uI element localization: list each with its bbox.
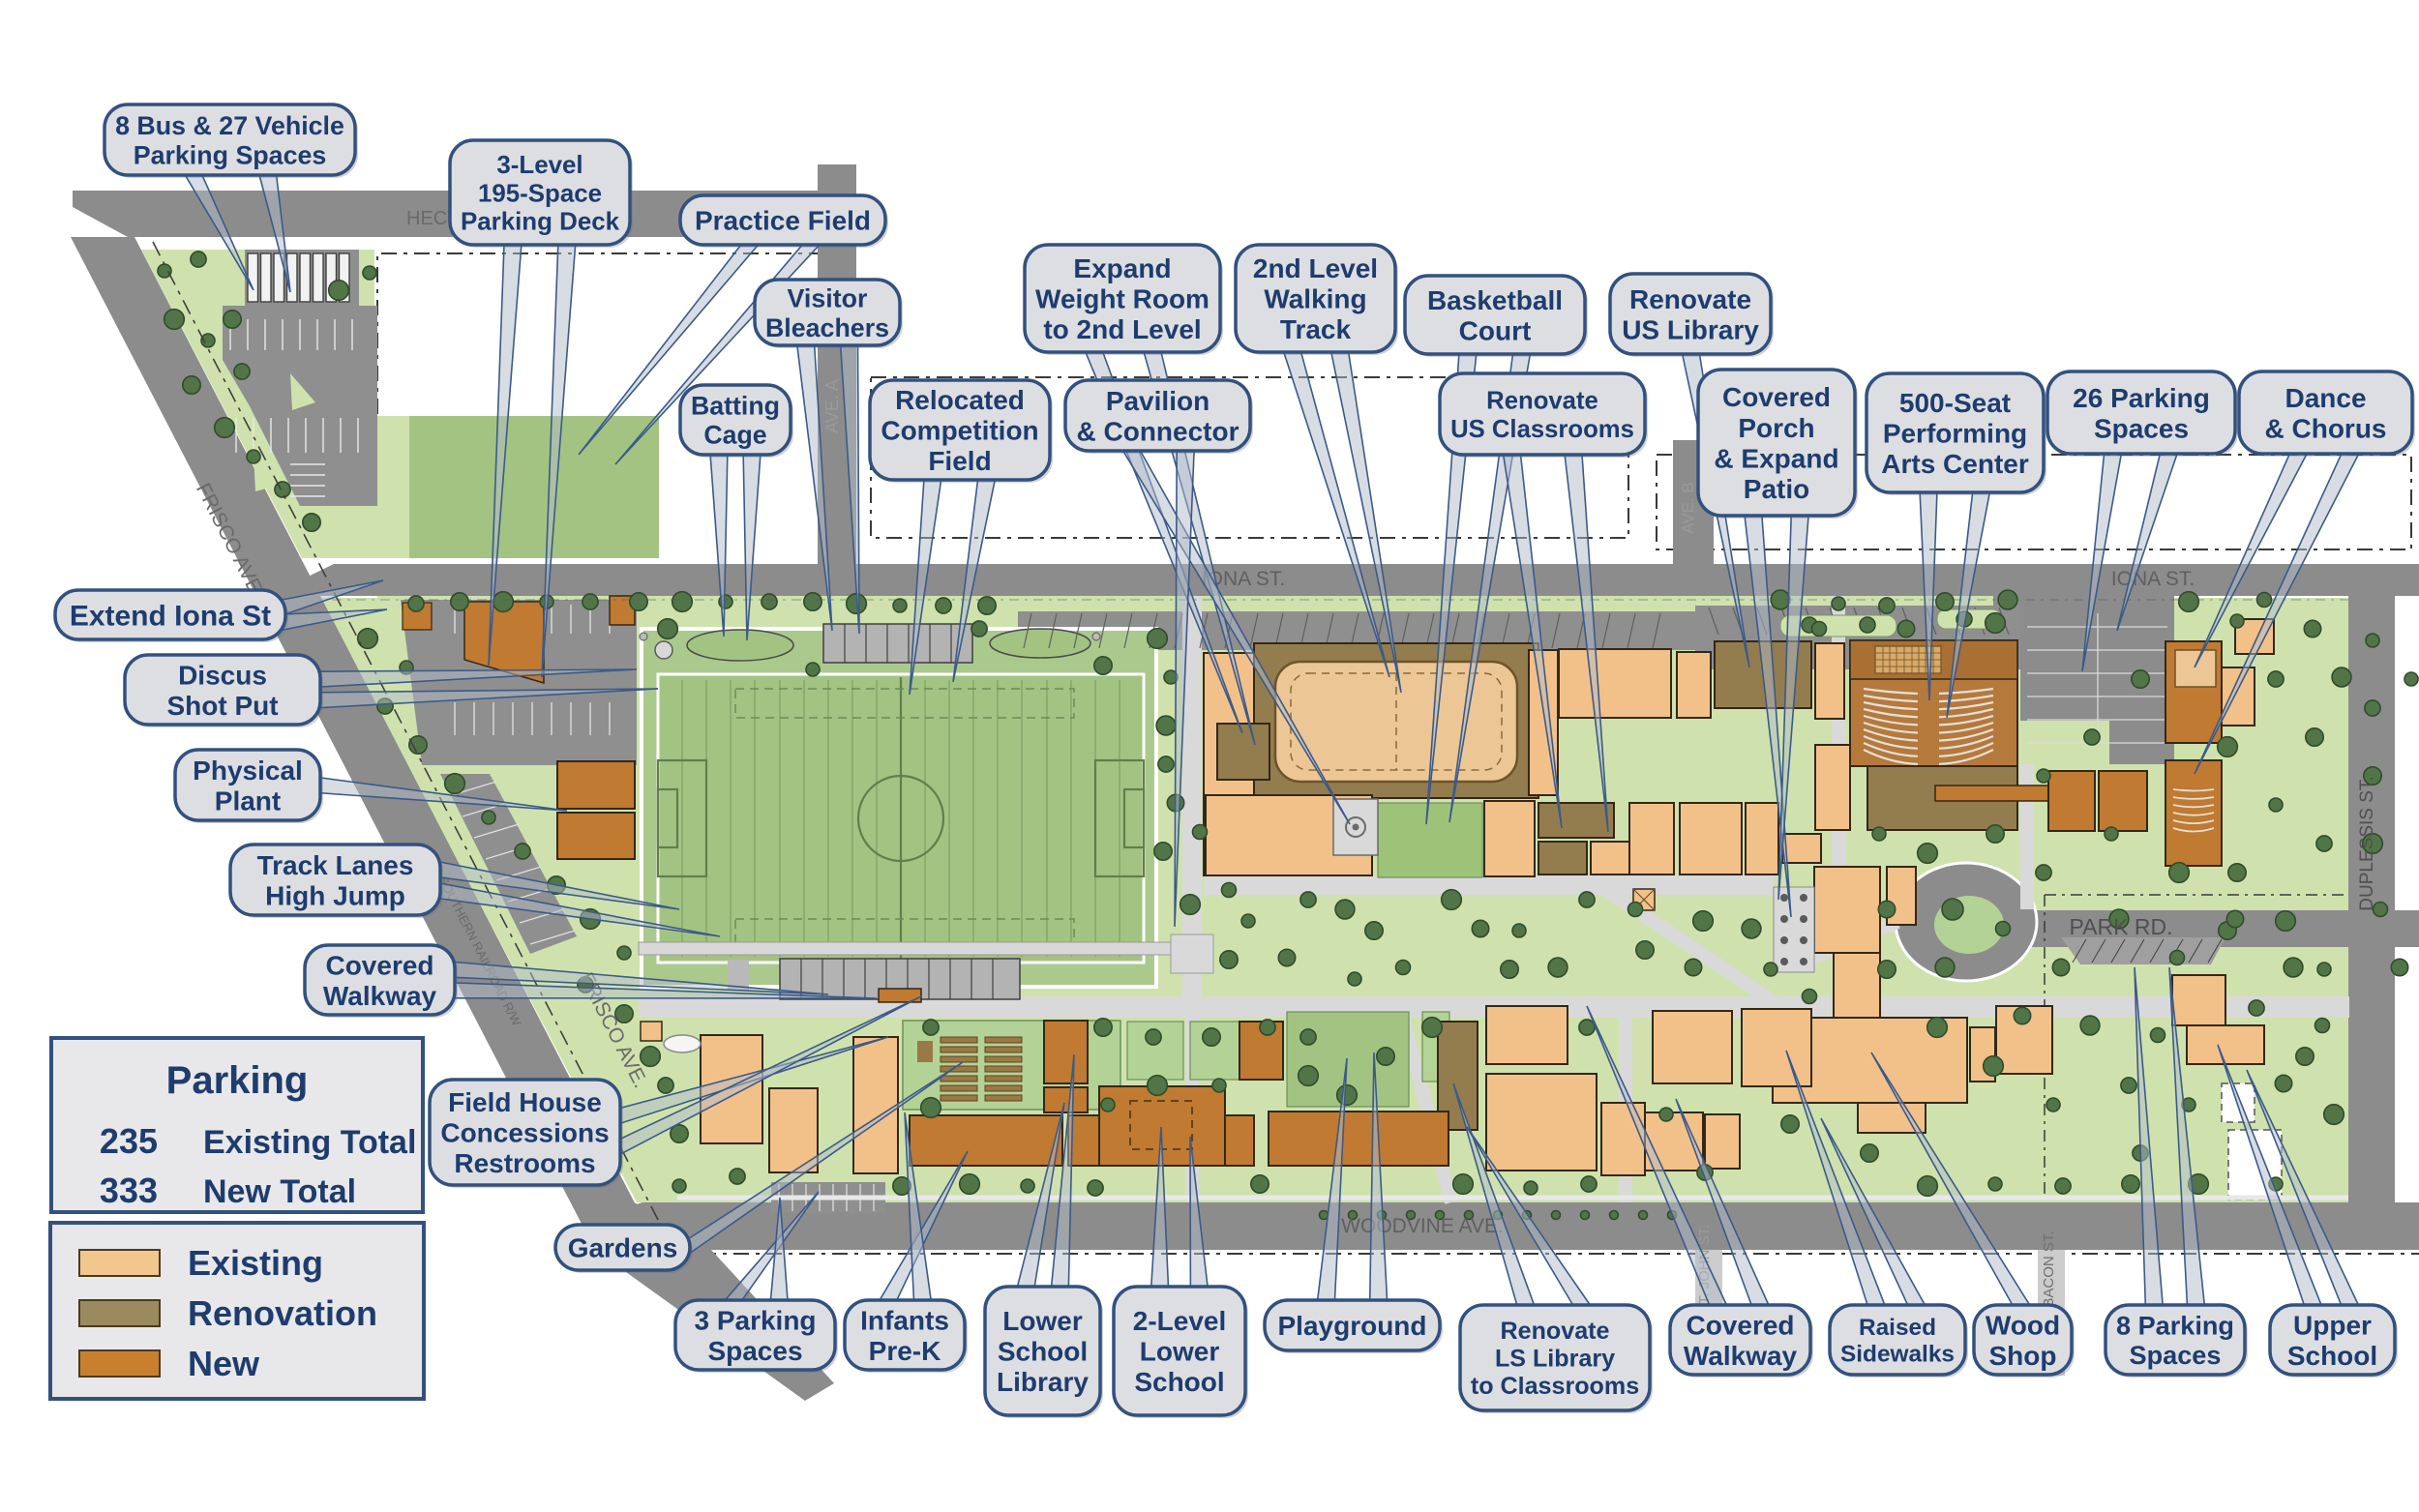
svg-text:Sidewalks: Sidewalks: [1840, 1342, 1955, 1368]
svg-text:Dance: Dance: [2285, 383, 2366, 413]
svg-text:Competition: Competition: [881, 416, 1038, 446]
svg-text:26 Parking: 26 Parking: [2073, 383, 2210, 413]
svg-text:Discus: Discus: [178, 660, 267, 690]
svg-text:New: New: [188, 1344, 260, 1383]
svg-text:2-Level: 2-Level: [1133, 1306, 1227, 1336]
svg-text:Existing Total: Existing Total: [203, 1124, 416, 1161]
svg-text:WOODVINE AVE.: WOODVINE AVE.: [1341, 1215, 1504, 1237]
svg-text:Renovate: Renovate: [1629, 284, 1751, 314]
svg-text:Basketball: Basketball: [1427, 285, 1563, 315]
svg-text:Wood: Wood: [1986, 1310, 2060, 1340]
svg-text:Pavilion: Pavilion: [1106, 386, 1210, 416]
svg-text:Raised: Raised: [1859, 1315, 1936, 1341]
svg-text:IONA ST.: IONA ST.: [1202, 568, 1285, 590]
svg-text:BACON ST.: BACON ST.: [2041, 1230, 2057, 1307]
svg-text:Parking: Parking: [166, 1059, 309, 1102]
svg-text:Performing: Performing: [1883, 419, 2027, 449]
svg-text:Physical: Physical: [193, 756, 303, 786]
svg-text:Restrooms: Restrooms: [454, 1148, 595, 1178]
svg-text:Lower: Lower: [1140, 1337, 1220, 1367]
svg-text:Covered: Covered: [1722, 382, 1831, 412]
svg-text:333: 333: [100, 1171, 158, 1210]
svg-text:Plant: Plant: [215, 786, 281, 815]
svg-text:Visitor: Visitor: [788, 284, 868, 313]
svg-text:Pre-K: Pre-K: [869, 1336, 941, 1366]
svg-text:Relocated: Relocated: [895, 385, 1025, 415]
svg-text:2nd Level: 2nd Level: [1253, 253, 1378, 283]
svg-text:School: School: [998, 1337, 1088, 1367]
svg-text:8 Parking: 8 Parking: [2116, 1310, 2234, 1340]
svg-text:Covered: Covered: [325, 950, 433, 980]
svg-text:Walking: Walking: [1264, 284, 1366, 314]
svg-text:Renovate: Renovate: [1501, 1318, 1610, 1345]
svg-text:Court: Court: [1459, 315, 1532, 345]
svg-text:PARK RD.: PARK RD.: [2070, 914, 2173, 939]
svg-text:Weight Room: Weight Room: [1035, 284, 1210, 314]
svg-text:Shot Put: Shot Put: [166, 691, 278, 721]
svg-text:Walkway: Walkway: [1684, 1341, 1798, 1371]
svg-text:LS Library: LS Library: [1495, 1346, 1615, 1373]
svg-text:Track: Track: [1280, 314, 1352, 344]
svg-text:Shop: Shop: [1989, 1341, 2057, 1371]
svg-text:School: School: [1134, 1367, 1224, 1397]
svg-text:Playground: Playground: [1277, 1311, 1426, 1341]
svg-text:New Total: New Total: [203, 1173, 356, 1210]
svg-text:IONA ST.: IONA ST.: [2111, 568, 2195, 590]
svg-text:Concessions: Concessions: [440, 1118, 609, 1148]
svg-text:Track Lanes: Track Lanes: [257, 850, 414, 880]
svg-text:Upper: Upper: [2293, 1310, 2372, 1340]
svg-text:Patio: Patio: [1744, 474, 1809, 504]
svg-text:& Connector: & Connector: [1077, 416, 1239, 446]
svg-text:AVE. A: AVE. A: [822, 379, 842, 433]
svg-text:Spaces: Spaces: [2130, 1340, 2222, 1370]
svg-text:Batting: Batting: [691, 392, 780, 421]
svg-text:235: 235: [100, 1121, 158, 1161]
svg-text:Spaces: Spaces: [707, 1336, 802, 1366]
svg-text:Walkway: Walkway: [323, 981, 437, 1011]
svg-text:US Classrooms: US Classrooms: [1450, 416, 1634, 443]
svg-text:Existing: Existing: [188, 1243, 323, 1283]
svg-text:to Classrooms: to Classrooms: [1471, 1373, 1639, 1400]
svg-text:to 2nd Level: to 2nd Level: [1043, 314, 1201, 344]
svg-text:Parking Spaces: Parking Spaces: [134, 140, 327, 169]
svg-text:Porch: Porch: [1738, 413, 1814, 443]
svg-text:Gardens: Gardens: [568, 1233, 678, 1263]
svg-text:Covered: Covered: [1686, 1310, 1794, 1340]
svg-text:DUPLESSIS ST.: DUPLESSIS ST.: [2357, 776, 2377, 910]
svg-text:Arts Center: Arts Center: [1881, 449, 2029, 479]
svg-text:Lower: Lower: [1002, 1306, 1083, 1336]
svg-text:Library: Library: [997, 1367, 1089, 1397]
svg-text:AVE. B: AVE. B: [1679, 482, 1697, 534]
svg-text:Infants: Infants: [860, 1305, 949, 1335]
svg-text:Renovate: Renovate: [1486, 388, 1598, 415]
svg-text:Field: Field: [928, 446, 991, 476]
svg-text:Bleachers: Bleachers: [765, 313, 889, 342]
svg-text:& Chorus: & Chorus: [2265, 413, 2387, 443]
svg-text:8 Bus & 27 Vehicle: 8 Bus & 27 Vehicle: [115, 111, 344, 140]
svg-text:500-Seat: 500-Seat: [1899, 388, 2011, 418]
svg-text:Extend Iona St: Extend Iona St: [70, 600, 271, 632]
svg-text:Field House: Field House: [448, 1087, 602, 1117]
svg-text:High Jump: High Jump: [265, 880, 405, 910]
svg-text:& Expand: & Expand: [1714, 443, 1838, 473]
svg-text:Expand: Expand: [1073, 253, 1171, 283]
svg-text:3-Level: 3-Level: [496, 152, 582, 179]
svg-text:School: School: [2287, 1341, 2377, 1371]
svg-text:Renovation: Renovation: [188, 1293, 377, 1333]
svg-text:Parking Deck: Parking Deck: [461, 209, 620, 236]
svg-text:US Library: US Library: [1622, 314, 1759, 344]
svg-text:3 Parking: 3 Parking: [694, 1305, 816, 1335]
svg-text:Spaces: Spaces: [2094, 413, 2189, 443]
svg-text:Practice Field: Practice Field: [695, 206, 871, 236]
svg-text:Cage: Cage: [703, 421, 766, 450]
svg-text:195-Space: 195-Space: [478, 180, 602, 207]
